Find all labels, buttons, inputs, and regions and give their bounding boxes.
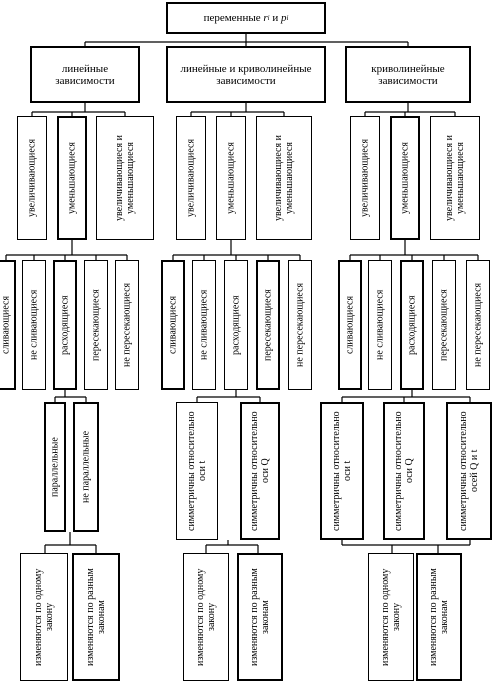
root-conj: и (272, 12, 279, 24)
relation-diverging: расходящиеся (53, 260, 77, 390)
relation-merging: сливающиеся (0, 260, 16, 390)
relation-intersecting: пересекающиеся (84, 260, 108, 390)
law-different: изменяются по разным законам (72, 553, 120, 681)
root-var1: r (263, 12, 268, 24)
category-linear: линейные зависимости (30, 46, 140, 103)
trend-increasing-decreasing: увеличивающиеся и уменьшающиеся (96, 116, 154, 240)
trend-increasing-decreasing: увеличивающиеся и уменьшающиеся (256, 116, 312, 240)
prop-symmetric-q-t: симметричны относительно осей Q и t (446, 402, 492, 540)
trend-increasing-decreasing: увеличивающиеся и уменьшающиеся (430, 116, 480, 240)
relation-not-merging: не сливающиеся (368, 260, 392, 390)
prop-not-parallel: не параллельные (73, 402, 99, 532)
prop-symmetric-t: симметричны относительно оси t (176, 402, 218, 540)
root-label: переменные (203, 12, 261, 24)
prop-symmetric-t: симметричны относительно оси t (320, 402, 364, 540)
root-sub1: i (267, 14, 270, 22)
root-var2: p (280, 12, 287, 24)
relation-not-merging: не сливающиеся (192, 260, 216, 390)
relation-not-intersecting: не пересекающиеся (115, 260, 139, 390)
relation-not-intersecting: не пересекающиеся (288, 260, 312, 390)
relation-intersecting: пересекающиеся (432, 260, 456, 390)
relation-diverging: расходящиеся (400, 260, 424, 390)
category-curved: криволинейные зависимости (345, 46, 471, 103)
relation-not-merging: не сливающиеся (22, 260, 46, 390)
trend-increasing: увеличивающиеся (17, 116, 47, 240)
trend-increasing: увеличивающиеся (176, 116, 206, 240)
trend-decreasing: уменьшающиеся (390, 116, 420, 240)
root-sub2: i (286, 14, 289, 22)
trend-decreasing: уменьшающиеся (57, 116, 87, 240)
relation-merging: сливающиеся (161, 260, 185, 390)
prop-symmetric-q: симметричны относительно оси Q (240, 402, 280, 540)
relation-not-intersecting: не пересекающиеся (466, 260, 490, 390)
law-same: изменяются по одному закону (368, 553, 414, 681)
category-mixed: линейные и криволинейные зависимости (166, 46, 326, 103)
trend-decreasing: уменьшающиеся (216, 116, 246, 240)
law-same: изменяются по одному закону (20, 553, 68, 681)
trend-increasing: увеличивающиеся (350, 116, 380, 240)
law-same: изменяются по одному закону (183, 553, 229, 681)
relation-intersecting: пересекающиеся (256, 260, 280, 390)
law-different: изменяются по разным законам (237, 553, 283, 681)
relation-diverging: расходящиеся (224, 260, 248, 390)
law-different: изменяются по разным законам (416, 553, 462, 681)
relation-merging: сливающиеся (338, 260, 362, 390)
prop-symmetric-q: симметричны относительно оси Q (383, 402, 425, 540)
prop-parallel: параллельные (44, 402, 66, 532)
